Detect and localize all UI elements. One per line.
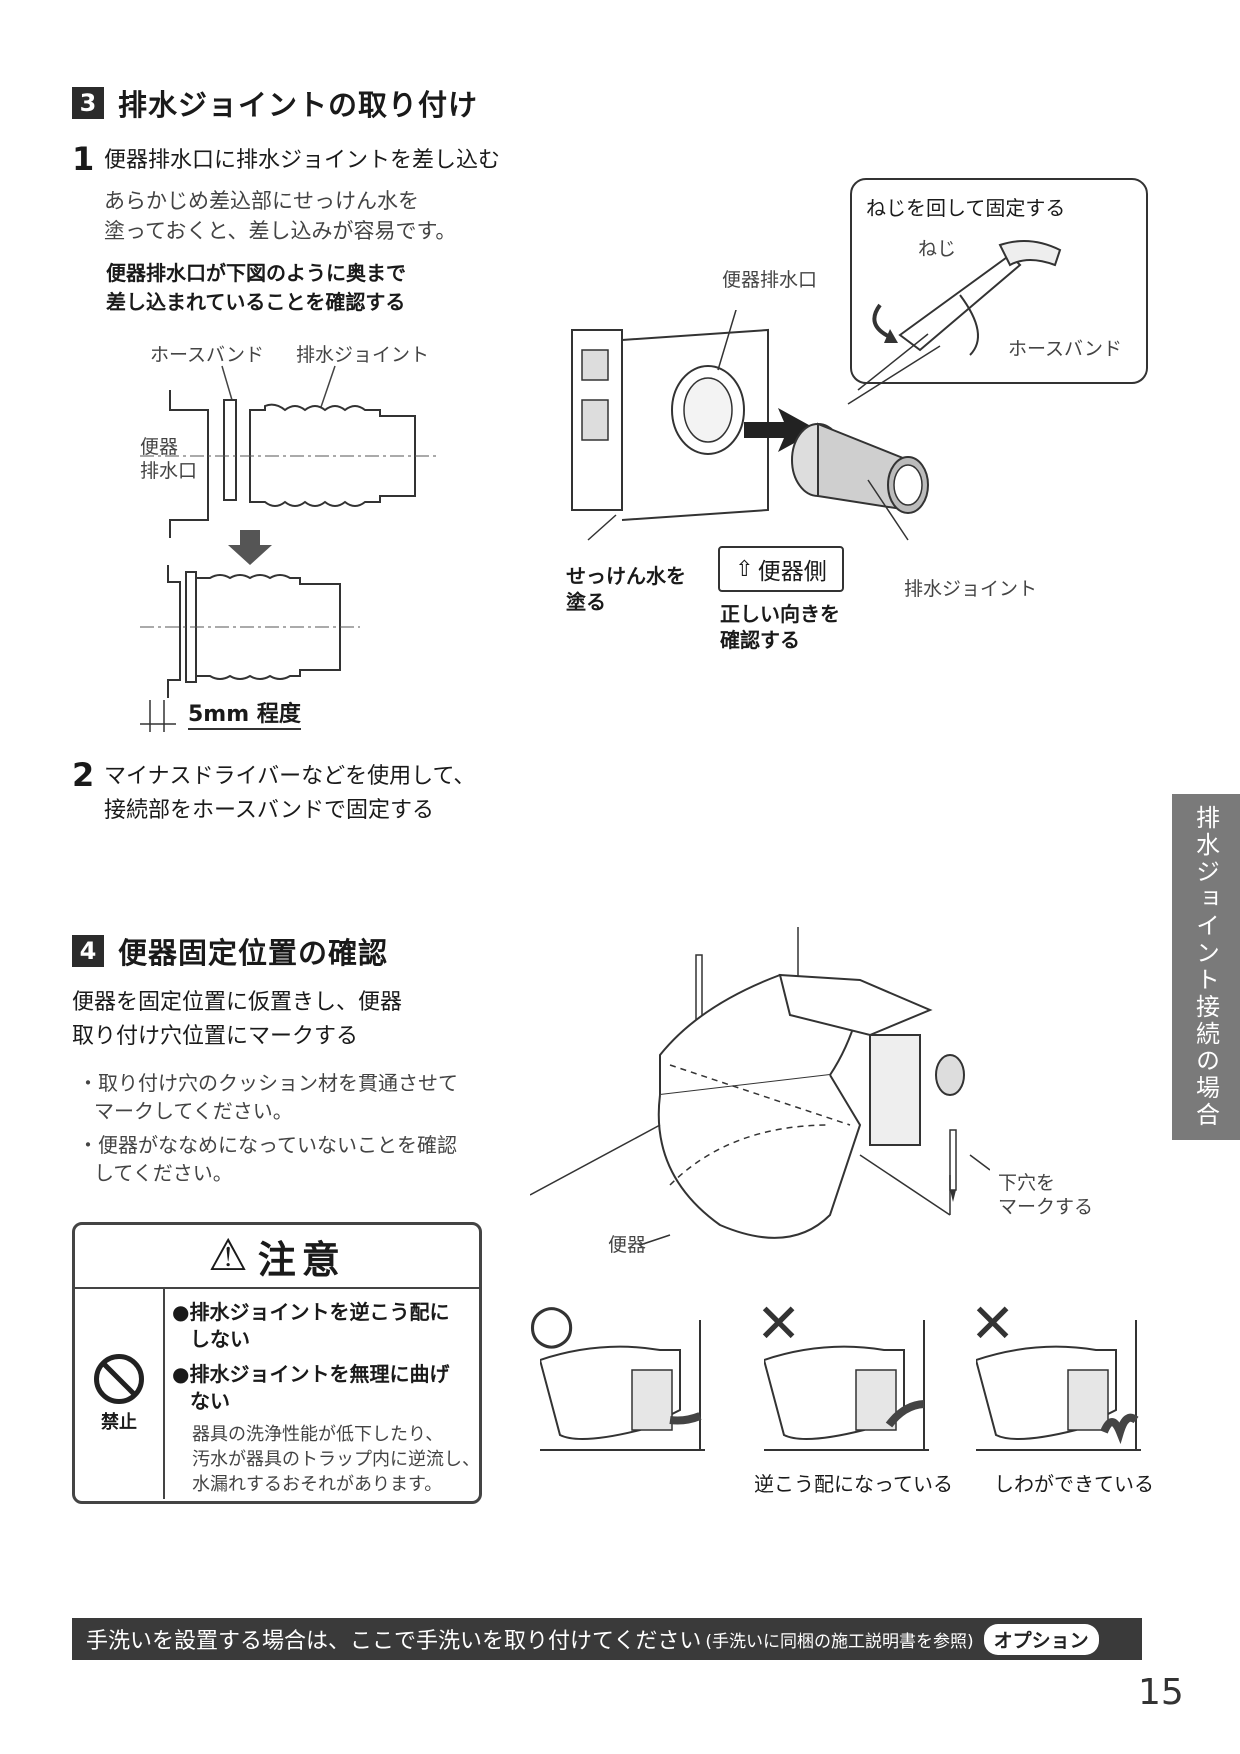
step2-line1: マイナスドライバーなどを使用して、 <box>104 764 476 789</box>
bad2-caption: しわができている <box>994 1472 1154 1496</box>
step2-line2: 接続部をホースバンドで固定する <box>104 798 435 823</box>
bad-symbol-2: ✕ <box>970 1292 1016 1355</box>
section4-title: 便器固定位置の確認 <box>118 936 389 970</box>
caution-title: 注意 <box>257 1237 346 1282</box>
page-number: 15 <box>1138 1672 1184 1713</box>
direction-label-line2: 確認する <box>720 628 800 652</box>
soap-label-line2: 塗る <box>566 590 606 614</box>
caution-left-column: 禁止 <box>75 1289 165 1499</box>
diagram-outlet-label-line2: 排水口 <box>140 460 198 482</box>
caution-detail-line1: 器具の洗浄性能が低下したり、 <box>192 1424 444 1445</box>
toilet-illustration <box>530 927 990 1246</box>
toilet-label: 便器 <box>608 1234 647 1256</box>
section3-header: 3 排水ジョイントの取り付け <box>72 82 478 124</box>
step1-check-line2: 差し込まれていることを確認する <box>106 290 406 314</box>
bad-symbol-1: ✕ <box>756 1292 802 1355</box>
step1-note-line2: 塗っておくと、差し込みが容易です。 <box>104 219 457 243</box>
mark-label-line2: マークする <box>998 1196 1094 1218</box>
diagram-outlet-label-line1: 便器 <box>140 436 179 458</box>
callout-title: ねじを回して固定する <box>866 196 1066 220</box>
example-bad2-illustration <box>976 1320 1141 1451</box>
prohibit-label: 禁止 <box>101 1412 137 1433</box>
up-arrow-icon: ⇧ <box>735 556 754 582</box>
caution-item2-line1: ●排水ジョイントを無理に曲げ <box>172 1362 450 1386</box>
step1-title: 便器排水口に排水ジョイントを差し込む <box>104 148 501 173</box>
section4-intro-line2: 取り付け穴位置にマークする <box>72 1024 359 1049</box>
section4-intro-line1: 便器を固定位置に仮置きし、便器 <box>72 990 403 1015</box>
footer-sub-text: (手洗いに同梱の施工説明書を参照) <box>705 1631 974 1652</box>
example-bad1-illustration <box>764 1320 929 1451</box>
step1-number: 1 <box>72 140 95 178</box>
bad1-caption: 逆こう配になっている <box>754 1472 953 1496</box>
bullet1-line1: ・取り付け穴のクッション材を貫通させて <box>78 1071 458 1095</box>
caution-detail-line3: 水漏れするおそれがあります。 <box>192 1474 443 1495</box>
step2-number: 2 <box>72 756 95 794</box>
option-badge: オプション <box>983 1623 1099 1655</box>
toilet-side-label: 便器側 <box>757 559 827 585</box>
diagram-drain-joint-label: 排水ジョイント <box>296 344 430 366</box>
soap-label-line1: せっけん水を <box>566 564 686 588</box>
caution-item2-line2: ない <box>190 1389 230 1413</box>
section4-header: 4 便器固定位置の確認 <box>72 930 388 972</box>
mark-label-line1: 下穴を <box>998 1172 1056 1194</box>
outlet-label: 便器排水口 <box>722 269 818 291</box>
caution-box: ⚠ 注意 禁止 <box>72 1222 482 1504</box>
caution-header: ⚠ 注意 <box>75 1225 479 1289</box>
section3-title: 排水ジョイントの取り付け <box>118 88 479 122</box>
prohibition-icon <box>94 1354 144 1404</box>
warning-triangle-icon: ⚠ <box>208 1230 248 1281</box>
footer-main-text: 手洗いを設置する場合は、ここで手洗いを取り付けてください <box>86 1629 702 1654</box>
side-tab: 排水ジョイント接続の場合 <box>1172 794 1240 1140</box>
step1-check-line1: 便器排水口が下図のように奥まで <box>106 261 406 285</box>
step1-note-line1: あらかじめ差込部にせっけん水を <box>104 189 419 213</box>
callout-hose-band-label: ホースバンド <box>1008 338 1123 360</box>
drain-joint-label: 排水ジョイント <box>904 578 1038 600</box>
good-symbol: ○ <box>528 1292 576 1355</box>
example-good-illustration <box>540 1320 705 1451</box>
bullet2-line1: ・便器がななめになっていないことを確認 <box>78 1133 457 1157</box>
diagram-hose-band-label: ホースバンド <box>150 344 265 366</box>
caution-item1-line1: ●排水ジョイントを逆こう配に <box>172 1300 450 1324</box>
callout-screw-label: ねじ <box>918 238 957 260</box>
diagram-gap-label: 5mm 程度 <box>188 696 301 730</box>
toilet-side-box: ⇧ 便器側 <box>718 546 844 592</box>
direction-label-line1: 正しい向きを <box>720 602 840 626</box>
caution-detail-line2: 汚水が器具のトラップ内に逆流し、 <box>192 1449 480 1470</box>
section4-number: 4 <box>72 935 104 967</box>
bullet2-line2: してください。 <box>94 1161 233 1185</box>
cross-section-diagram <box>140 365 440 732</box>
bullet1-line2: マークしてください。 <box>94 1099 293 1123</box>
footer-bar: 手洗いを設置する場合は、ここで手洗いを取り付けてください (手洗いに同梱の施工説… <box>72 1618 1142 1660</box>
drain-joint-illustration <box>571 310 941 541</box>
caution-item1-line2: しない <box>190 1327 250 1351</box>
section3-number: 3 <box>72 87 104 119</box>
